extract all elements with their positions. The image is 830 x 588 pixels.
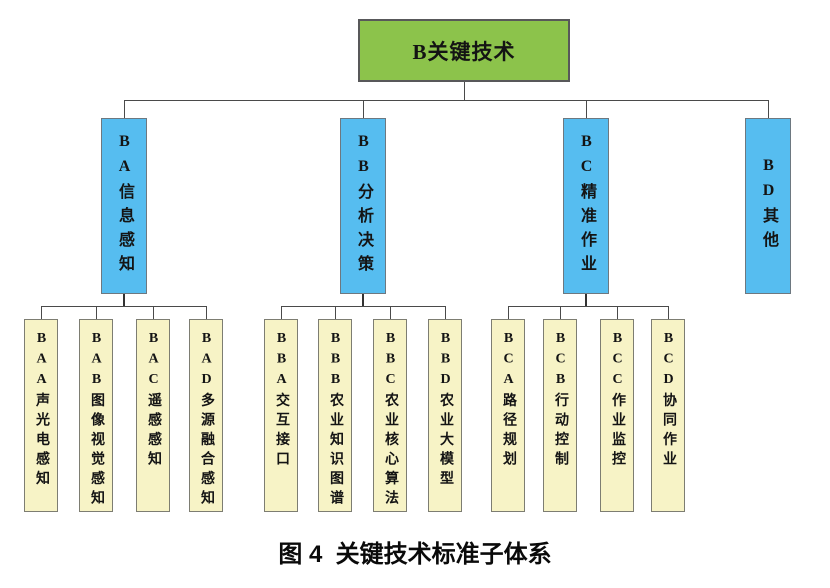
connector-drop-bcc	[617, 306, 618, 319]
connector-drop-bad	[206, 306, 207, 319]
node-BAC-label: BAC遥感感知	[146, 331, 161, 471]
node-BCA: BCA路径规划	[491, 319, 525, 512]
node-BD-label: BD其他	[760, 157, 777, 255]
node-BBC: BBC农业核心算法	[373, 319, 407, 512]
connector-drop-baa	[41, 306, 42, 319]
node-BAD-label: BAD多源融合感知	[199, 331, 214, 510]
connector-level1-rail	[124, 100, 769, 101]
node-BBC-label: BBC农业核心算法	[383, 331, 398, 510]
node-BA-label: BA信息感知	[116, 133, 133, 279]
node-BAD: BAD多源融合感知	[189, 319, 223, 512]
node-BB: BB分析决策	[340, 118, 386, 294]
connector-drop-bcd	[668, 306, 669, 319]
connector-drop-bd	[768, 100, 769, 118]
node-BCA-label: BCA路径规划	[501, 331, 516, 471]
node-BAC: BAC遥感感知	[136, 319, 170, 512]
node-BCB-label: BCB行动控制	[553, 331, 568, 471]
node-BCD: BCD协同作业	[651, 319, 685, 512]
node-BBD: BBD农业大模型	[428, 319, 462, 512]
node-BA: BA信息感知	[101, 118, 147, 294]
node-root-label: B关键技术	[412, 39, 516, 64]
node-BAB-label: BAB图像视觉感知	[89, 331, 104, 510]
node-BCC-label: BCC作业监控	[610, 331, 625, 471]
node-root: B关键技术	[358, 19, 570, 82]
node-BAA: BAA声光电感知	[24, 319, 58, 512]
connector-ba-rail	[41, 306, 207, 307]
node-BC: BC精准作业	[563, 118, 609, 294]
connector-drop-bcb	[560, 306, 561, 319]
connector-drop-bb	[363, 100, 364, 118]
connector-drop-bbb	[335, 306, 336, 319]
connector-drop-bab	[96, 306, 97, 319]
connector-bb-rail	[281, 306, 446, 307]
connector-bb-stem	[362, 294, 364, 306]
connector-drop-bac	[153, 306, 154, 319]
node-BCC: BCC作业监控	[600, 319, 634, 512]
node-BB-label: BB分析决策	[355, 133, 372, 279]
connector-drop-bca	[508, 306, 509, 319]
node-BCB: BCB行动控制	[543, 319, 577, 512]
connector-bc-rail	[508, 306, 669, 307]
node-BCD-label: BCD协同作业	[661, 331, 676, 471]
node-BBA: BBA交互接口	[264, 319, 298, 512]
node-BBD-label: BBD农业大模型	[438, 331, 453, 490]
connector-drop-bba	[281, 306, 282, 319]
node-BBB: BBB农业知识图谱	[318, 319, 352, 512]
node-BBB-label: BBB农业知识图谱	[328, 331, 343, 510]
connector-drop-ba	[124, 100, 125, 118]
node-BAA-label: BAA声光电感知	[34, 331, 49, 490]
connector-ba-stem	[123, 294, 125, 306]
connector-drop-bc	[586, 100, 587, 118]
connector-root-stem	[464, 82, 465, 100]
node-BAB: BAB图像视觉感知	[79, 319, 113, 512]
node-BBA-label: BBA交互接口	[274, 331, 289, 471]
node-BC-label: BC精准作业	[578, 133, 595, 279]
connector-bc-stem	[585, 294, 587, 306]
connector-drop-bbc	[390, 306, 391, 319]
figure-caption: 图 4 关键技术标准子体系	[278, 541, 552, 568]
node-BD: BD其他	[745, 118, 791, 294]
connector-drop-bbd	[445, 306, 446, 319]
